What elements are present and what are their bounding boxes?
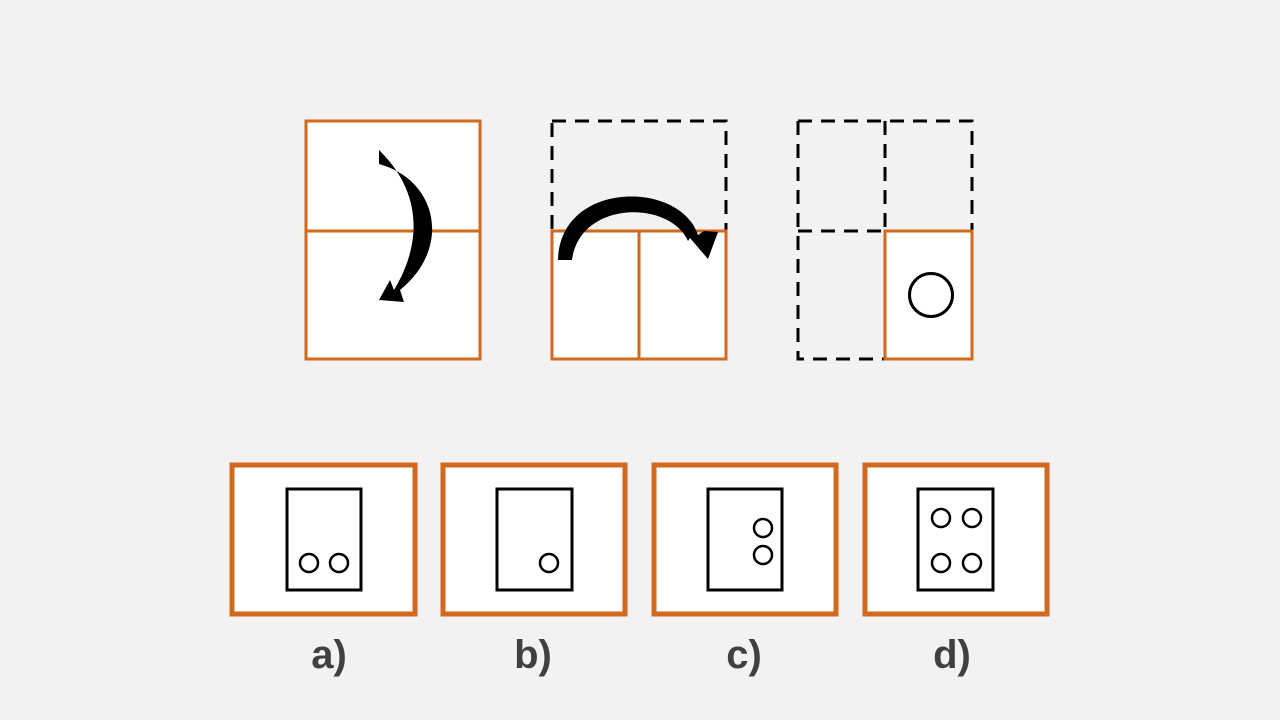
curved-arrow-right-icon	[558, 196, 718, 260]
hole-icon	[961, 507, 983, 529]
hole-icon	[961, 552, 983, 574]
answer-options: a) b) c) d)	[229, 462, 1050, 677]
option-b[interactable]: b)	[440, 462, 628, 677]
option-c[interactable]: c)	[651, 462, 839, 677]
unfolded-sheet	[495, 487, 574, 592]
option-label: d)	[933, 633, 971, 677]
hole-icon	[298, 552, 320, 574]
unfolded-sheet	[916, 487, 995, 592]
step-3-punch-hole	[796, 119, 974, 361]
curved-arrow-down-icon	[379, 150, 433, 302]
hole-icon	[538, 552, 560, 574]
unfolded-sheet	[285, 487, 363, 592]
unfolded-sheet	[706, 487, 784, 592]
option-d[interactable]: d)	[862, 462, 1050, 677]
option-label: a)	[311, 633, 347, 677]
punched-hole-icon	[908, 272, 954, 318]
hole-icon	[930, 552, 952, 574]
step-2-fold-right	[550, 119, 728, 361]
folding-sheet	[304, 119, 482, 361]
hole-icon	[930, 507, 952, 529]
hole-icon	[752, 544, 774, 566]
option-label: b)	[514, 633, 552, 677]
option-a[interactable]: a)	[229, 462, 418, 677]
previous-fold-outline	[796, 119, 974, 361]
step-1-fold-down	[304, 119, 482, 361]
option-label: c)	[726, 633, 762, 677]
hole-icon	[752, 517, 774, 539]
hole-icon	[328, 552, 350, 574]
